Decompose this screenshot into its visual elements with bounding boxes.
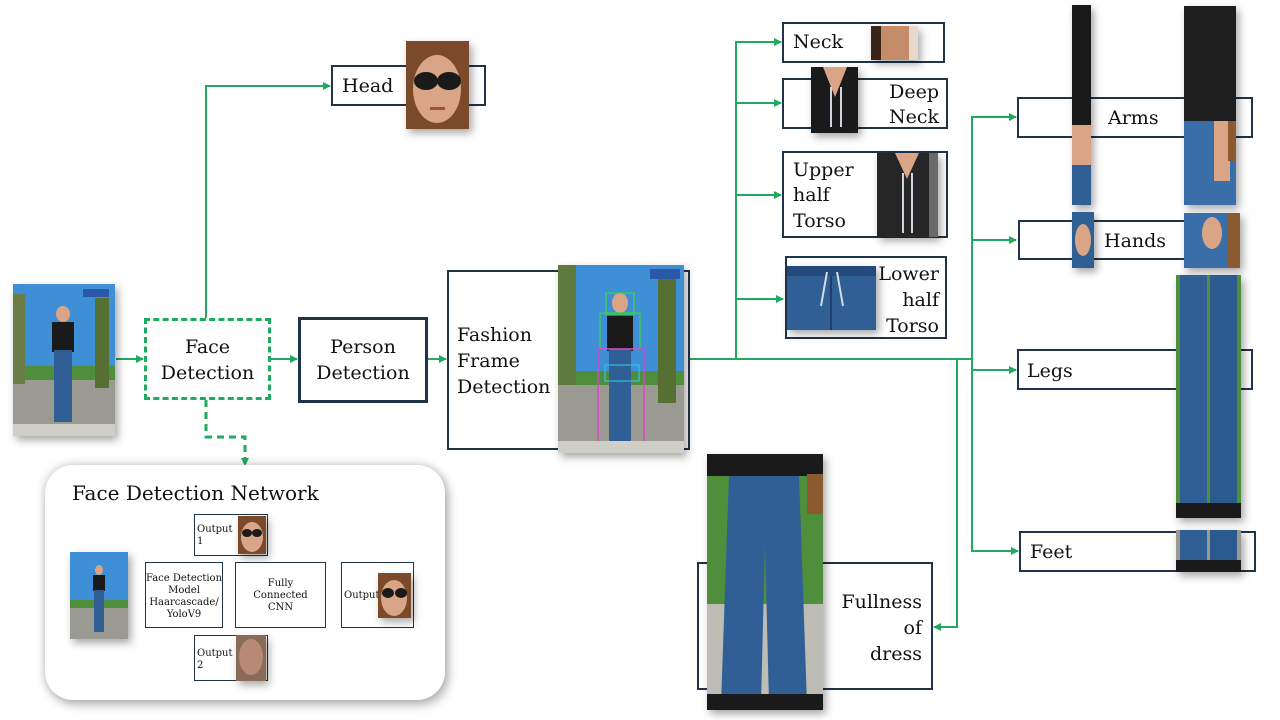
face-detection-box: [144, 318, 271, 400]
feet-label: Feet: [1030, 541, 1073, 563]
head-label: Head: [342, 75, 394, 97]
output1-label-line2: 1: [197, 536, 204, 547]
branch-right: [971, 113, 1017, 359]
cnn-label-line1: Fully: [267, 578, 294, 589]
lower-torso-label-line2: half: [902, 289, 939, 311]
output-label: Output: [344, 590, 380, 601]
legs-photo: [1176, 275, 1241, 518]
cnn-label-line3: CNN: [267, 602, 294, 613]
input-photo: [13, 284, 115, 436]
model-label-line1: Face Detection: [145, 573, 223, 584]
deep-neck-box: [782, 78, 948, 129]
hands-photo-right: [1184, 213, 1240, 268]
output-photo: [378, 573, 411, 618]
upper-torso-label-line3: Torso: [793, 210, 846, 232]
network-input-photo: [70, 552, 128, 639]
output2-label-line2: 2: [197, 660, 204, 671]
head-photo: [406, 41, 469, 129]
arrow-face-to-network: [204, 400, 249, 466]
cnn-box: [235, 562, 326, 628]
person-detection-box: [298, 317, 428, 403]
output2-photo: [236, 635, 266, 681]
arms-photo-left: [1072, 5, 1091, 205]
upper-torso-photo: [877, 153, 938, 237]
person-detection-label-line1: Person: [330, 336, 396, 358]
fullness-label-line2: of: [903, 617, 922, 639]
deep-neck-photo: [811, 67, 858, 133]
face-detection-label-line1: Face: [184, 336, 231, 358]
output2-label-line1: Output: [197, 648, 233, 659]
cnn-label-line2: Connected: [253, 590, 308, 601]
fashion-frame-label-line3: Detection: [457, 376, 551, 398]
deep-neck-label-line1: Deep: [889, 81, 939, 103]
hands-photo-left: [1072, 212, 1094, 268]
face-detection-network-title: Face Detection Network: [72, 481, 319, 505]
feet-photo: [1176, 530, 1241, 572]
face-detection-model-box: [145, 562, 223, 628]
model-label-line4: YoloV9: [166, 609, 202, 620]
arrow-face-to-head: [205, 82, 331, 318]
face-detection-label-line2: Detection: [160, 362, 255, 384]
fullness-photo: [707, 454, 823, 710]
person-detection-label-line2: Detection: [316, 362, 410, 384]
fashion-frame-label-line1: Fashion: [457, 324, 532, 346]
upper-torso-label-line1: Upper: [793, 159, 854, 181]
arms-label: Arms: [1108, 107, 1159, 129]
lower-torso-label-line1: Lower: [878, 263, 939, 285]
lower-torso-photo: [787, 266, 876, 330]
model-label-line2: Model: [168, 585, 200, 596]
fullness-label-line3: dress: [870, 643, 922, 665]
hands-label: Hands: [1104, 230, 1167, 252]
fullness-label-line1: Fullness: [841, 591, 922, 613]
branch-upper: [735, 38, 782, 359]
arms-photo-right: [1184, 6, 1236, 205]
neck-label: Neck: [793, 31, 844, 53]
neck-photo: [871, 26, 918, 60]
lower-torso-label-line3: Torso: [886, 315, 939, 337]
branch-fullness: [933, 359, 958, 631]
fashion-frame-label-line2: Frame: [457, 350, 520, 372]
upper-torso-label-line2: half: [793, 184, 830, 206]
model-label-line3: Haarcascade/: [149, 597, 219, 608]
output1-label-line1: Output: [197, 524, 233, 535]
legs-label: Legs: [1027, 360, 1073, 382]
output1-photo: [238, 516, 266, 554]
deep-neck-label-line2: Neck: [888, 106, 939, 128]
fashion-frame-photo: [558, 265, 684, 453]
